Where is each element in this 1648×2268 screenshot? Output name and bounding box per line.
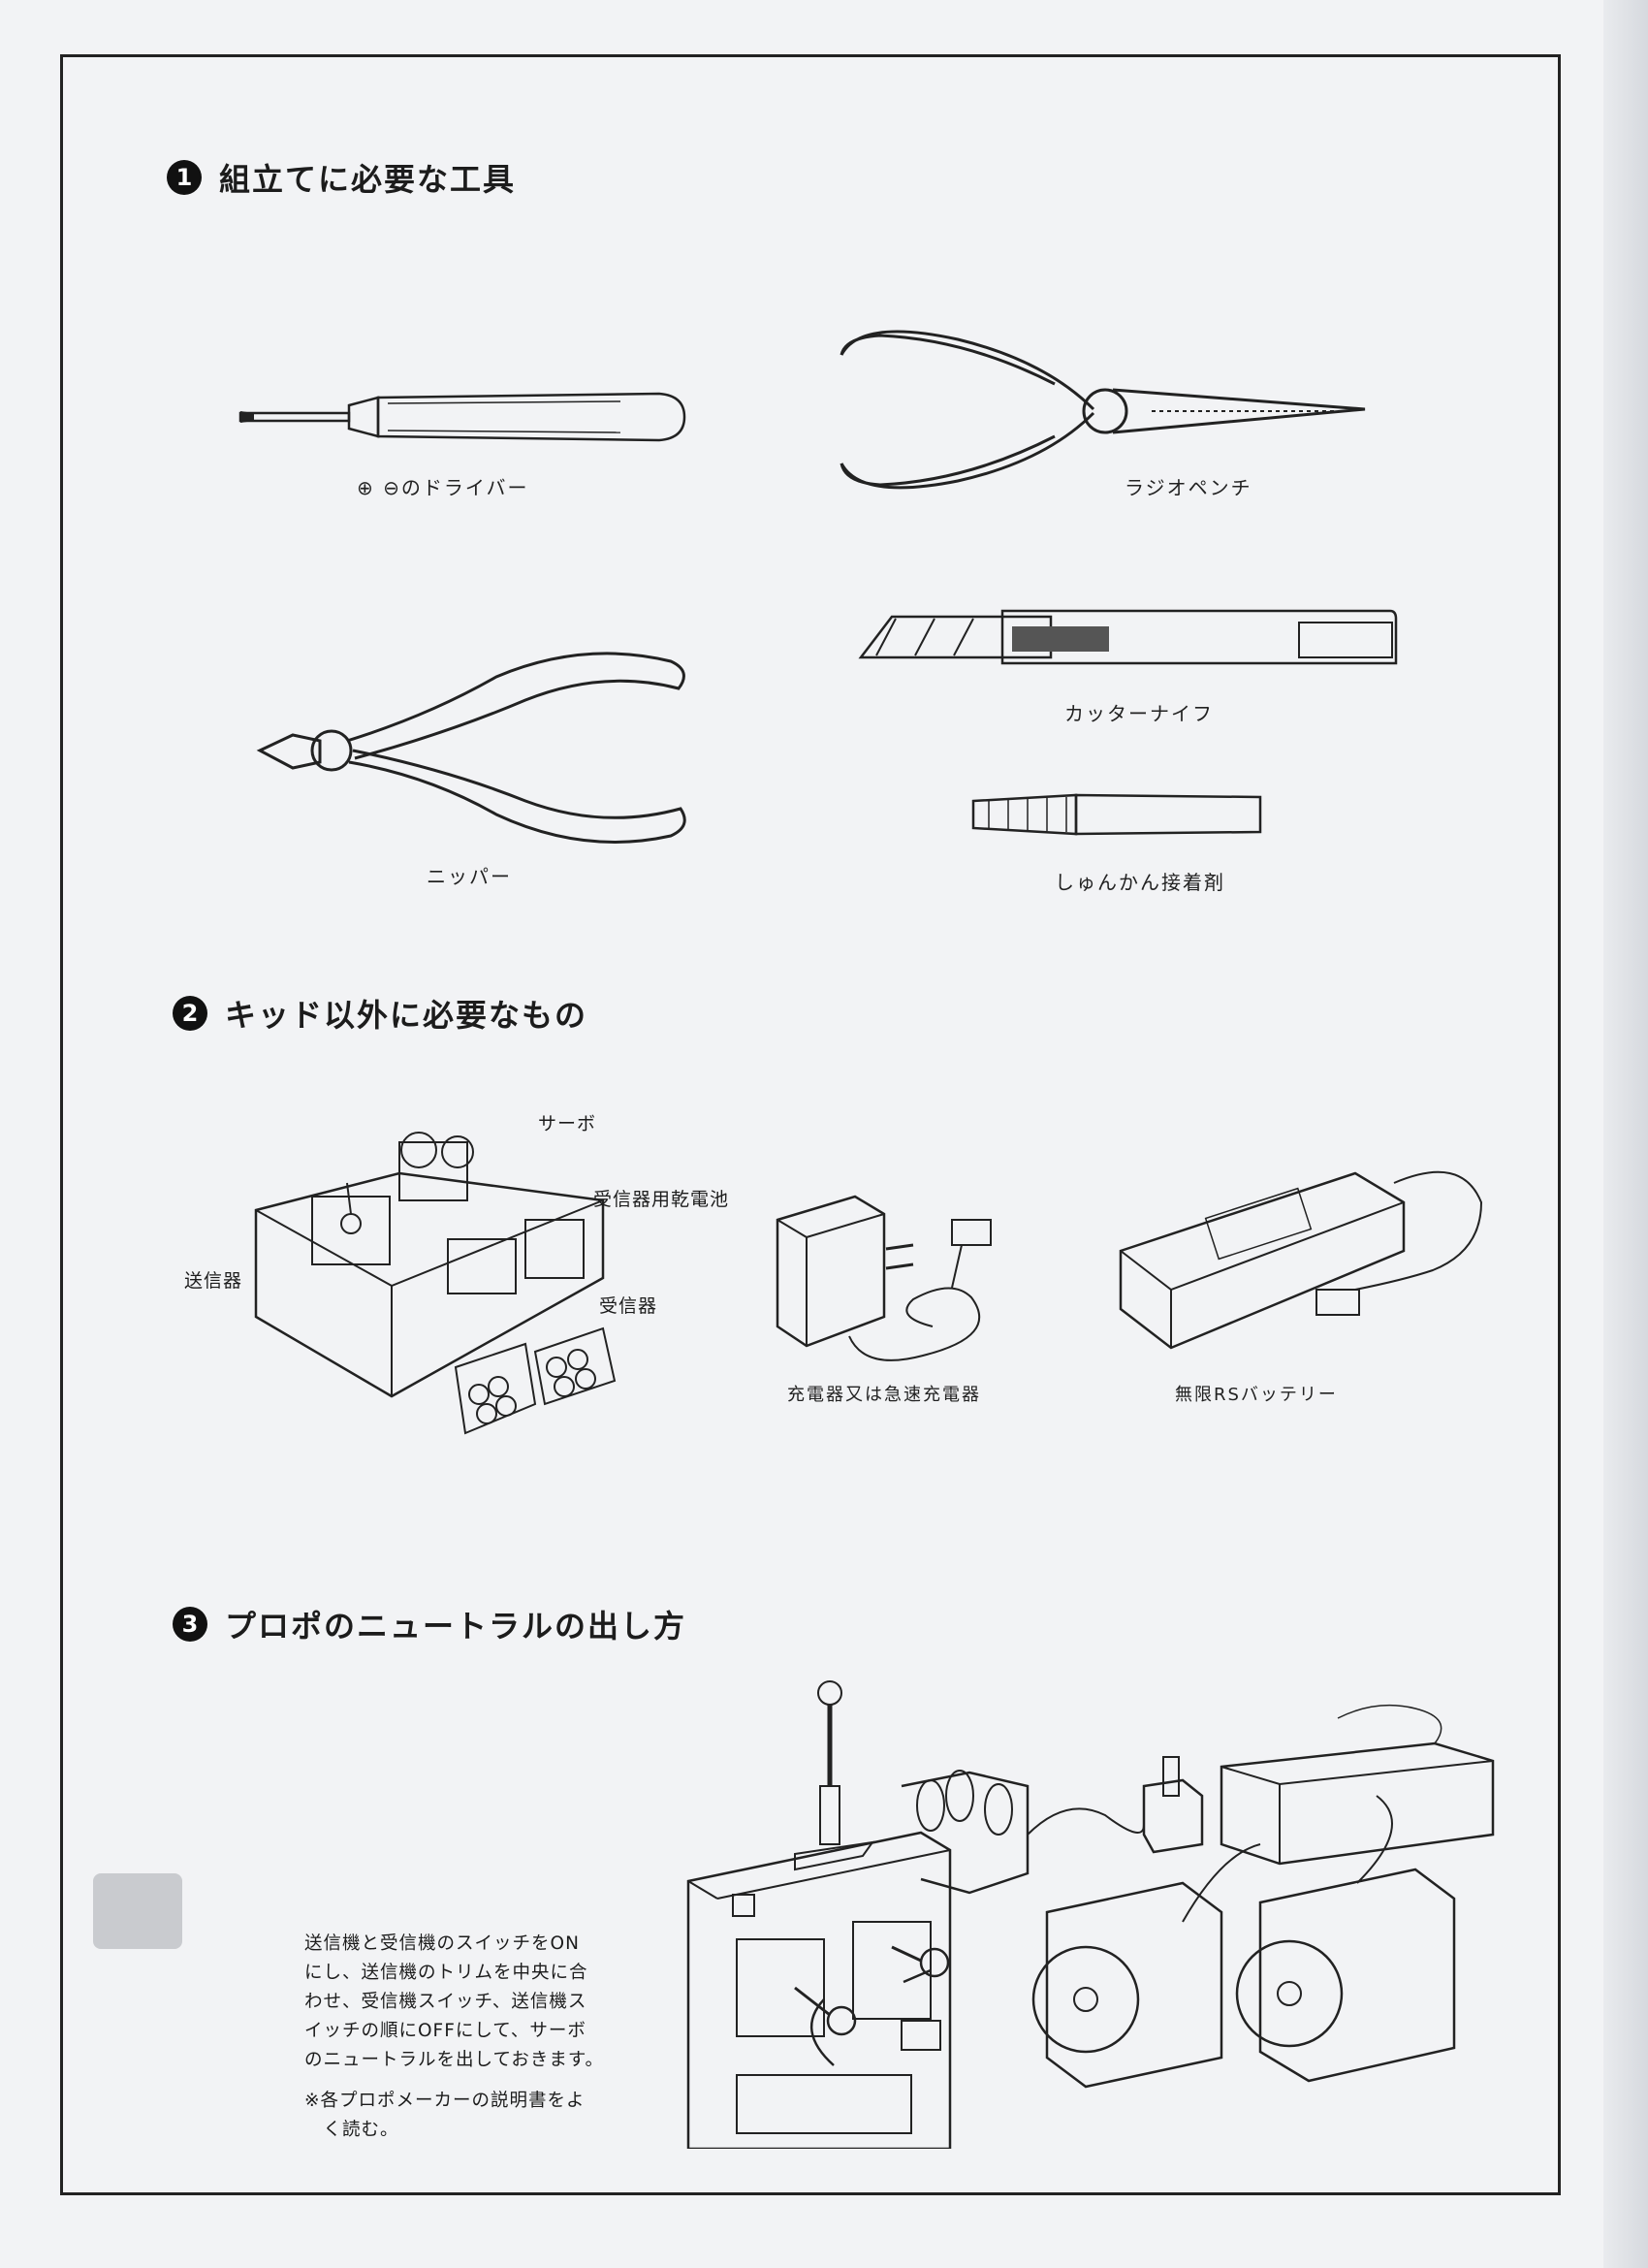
nipper-illustration [254, 648, 692, 851]
receiver-battery-callout: 受信器用乾電池 [593, 1189, 730, 1210]
glue-tube-illustration [969, 791, 1270, 838]
charger-label: 充電器又は急速充電器 [787, 1385, 981, 1405]
nipper-label: ニッパー [427, 865, 512, 888]
section-1-heading: 1 組立てに必要な工具 [167, 155, 516, 200]
radio-pliers-label: ラジオペンチ [1125, 476, 1252, 499]
neutral-instructions: 送信機と受信機のスイッチをON にし、送信機のトリムを中央に合 わせ、受信機スイ… [304, 1930, 644, 2075]
screwdriver-label: ⊕ ⊖のドライバー [357, 476, 529, 499]
section-3-number: 3 [173, 1607, 207, 1642]
note-line: ※各プロポメーカーの説明書をよ [304, 2091, 586, 2111]
radio-pliers-illustration [822, 316, 1377, 502]
radio-set-illustration [254, 1113, 657, 1449]
instruction-line: イッチの順にOFFにして、サーボ [304, 2021, 586, 2041]
battery-label: 無限RSバッテリー [1175, 1385, 1338, 1405]
tape-mark [93, 1873, 182, 1949]
battery-illustration [1113, 1144, 1491, 1367]
section-1-number: 1 [167, 160, 202, 195]
instruction-line: のニュートラルを出しておきます。 [304, 2050, 605, 2070]
section-2-heading: 2 キッド以外に必要なもの [173, 991, 587, 1036]
manufacturer-note: ※各プロポメーカーの説明書をよ く読む。 [304, 2087, 644, 2145]
cutter-knife-illustration [857, 605, 1400, 671]
servo-callout: サーボ [538, 1113, 597, 1134]
instruction-line: にし、送信機のトリムを中央に合 [304, 1963, 588, 1983]
page-frame [60, 54, 1561, 2195]
glue-label: しゅんかん接着剤 [1055, 871, 1225, 894]
page-edge [1603, 0, 1648, 2268]
cutter-knife-label: カッターナイフ [1064, 702, 1214, 725]
section-2-number: 2 [173, 996, 207, 1031]
propo-neutral-illustration [679, 1679, 1497, 2149]
transmitter-callout: 送信器 [184, 1270, 243, 1292]
note-line: く読む。 [304, 2120, 399, 2140]
receiver-callout: 受信器 [599, 1295, 658, 1317]
instruction-line: わせ、受信機スイッチ、送信機ス [304, 1992, 587, 2012]
instruction-line: 送信機と受信機のスイッチをON [304, 1933, 580, 1954]
screwdriver-illustration [233, 384, 688, 450]
section-2-title: キッド以外に必要なもの [225, 997, 588, 1034]
charger-illustration [768, 1191, 1020, 1371]
section-3-title: プロポのニュートラルの出し方 [225, 1608, 687, 1645]
section-1-title: 組立てに必要な工具 [219, 161, 517, 198]
section-3-heading: 3 プロポのニュートラルの出し方 [173, 1602, 686, 1646]
